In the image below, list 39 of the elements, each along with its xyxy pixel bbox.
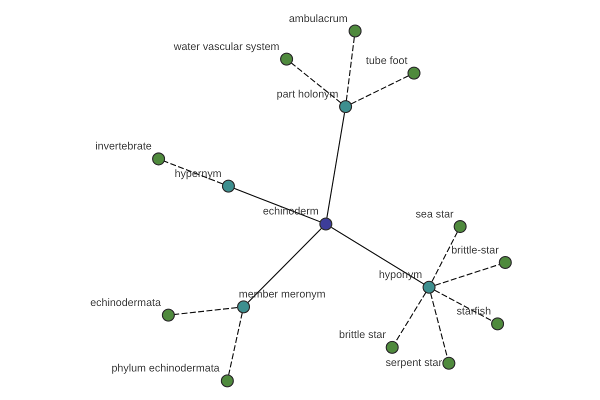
node-circle: [422, 280, 436, 294]
node-label: water vascular system: [174, 40, 280, 53]
connector: [430, 293, 448, 358]
node-label: invertebrate: [95, 140, 152, 153]
connector: [174, 307, 238, 316]
node-circle: [162, 308, 175, 322]
connector: [434, 290, 492, 322]
node-circle: [407, 66, 421, 80]
connector: [394, 292, 426, 343]
node-label: ambulacrum: [288, 12, 348, 25]
node-label: starfish: [456, 306, 492, 318]
node-circle: [386, 340, 399, 354]
connector: [346, 37, 355, 101]
node-circle: [454, 220, 467, 234]
node-label: sea star: [416, 208, 454, 220]
node-label: echinodermata: [90, 296, 161, 309]
connector: [228, 312, 243, 376]
connector: [331, 226, 424, 285]
node-circle: [152, 152, 166, 166]
node-circle: [491, 317, 504, 330]
node-circle: [319, 217, 332, 231]
node-label: brittle star: [339, 329, 386, 342]
node-circle: [280, 52, 294, 66]
node-circle: [339, 100, 352, 114]
node-label: serpent star: [386, 356, 442, 369]
node-circle: [220, 374, 234, 388]
connector: [326, 112, 346, 218]
connector: [350, 75, 409, 105]
node-label: brittle-star: [451, 244, 499, 256]
node-label: phylum echinodermata: [111, 362, 220, 375]
node-circle: [237, 300, 250, 314]
node-circle: [222, 180, 235, 193]
node-circle: [442, 356, 456, 370]
node-label: tube foot: [366, 54, 408, 67]
connector: [434, 264, 500, 286]
node-circle: [348, 24, 362, 38]
node-circle: [498, 256, 512, 270]
connector: [248, 228, 322, 303]
connector: [431, 232, 458, 282]
